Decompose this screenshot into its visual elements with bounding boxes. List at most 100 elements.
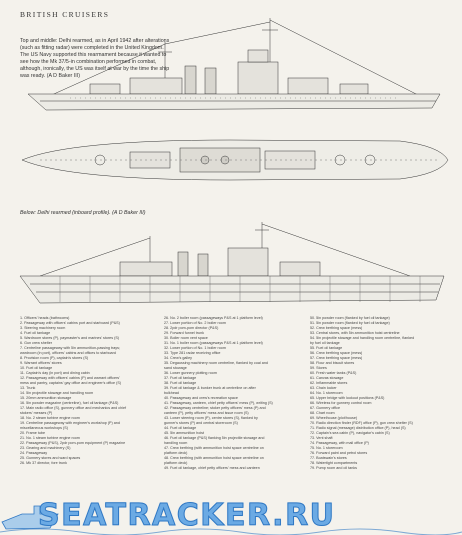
- legend-item: gunner's stores (P) and central storeroo…: [164, 421, 238, 425]
- legend-item: 61. Canvas stowage: [310, 376, 344, 380]
- legend-item: 4. Fuel oil tankage: [20, 331, 51, 335]
- legend-item: 37. Fuel oil tankage: [164, 376, 197, 380]
- legend-item: 54. 5in projectile stowage and handling …: [310, 336, 415, 340]
- ship-drawings: [19, 18, 449, 304]
- legend-item: 69. Wheelhouse (plot/house): [310, 416, 358, 420]
- legend-item: 79. Pump room and oil tanks: [310, 466, 357, 470]
- legend-item: 42. Passageway centreline; stoker petty …: [164, 406, 266, 410]
- legend-column-2: 26. No. 2 boiler room (passageways P&S a…: [164, 316, 300, 471]
- legend-item: 74. Passageway, with mail office (P): [310, 441, 369, 445]
- legend-item: 55. Fuel oil tankage: [310, 346, 343, 350]
- legend-item: by fuel oil tankage: [310, 341, 340, 345]
- legend-item: 33. Type 281 radar receiving office: [164, 351, 221, 355]
- legend-item: 73. Vent shaft: [310, 436, 333, 440]
- legend-item: 39. Fuel oil tankage & bunker trunk at c…: [164, 386, 256, 390]
- legend-item: 76. Forward paint and petrol stores: [310, 451, 368, 455]
- legend-item: 30. Boiler room vent space: [164, 336, 208, 340]
- legend-item: 32. Lower portion of No. 1 boiler room: [164, 346, 226, 350]
- running-header: BRITISH CRUISERS: [20, 10, 110, 19]
- legend-item: 14. 5in projectile stowage and handling …: [20, 391, 94, 395]
- legend-item: platform deck): [164, 451, 188, 455]
- legend-item: 43. Lower steering room (P), centre stor…: [164, 416, 258, 420]
- legend-item: stokers' messes (P): [20, 411, 53, 415]
- legend-item: 72. Captain's sea cabin (P), navigator's…: [310, 431, 390, 435]
- figure-caption-inboard: Below: Delhi rearmed (inboard profile). …: [20, 210, 146, 216]
- legend-item: 47. Crew berthing (with ammunition hoist…: [164, 446, 264, 450]
- legend-item: 70. Radio direction finder (RDF) office …: [310, 421, 413, 425]
- legend-item: handling room: [164, 441, 188, 445]
- legend-item: 49. Fuel oil tankage, chief petty office…: [164, 466, 260, 470]
- legend-item: 66. Wireless for gunnery control room: [310, 401, 372, 405]
- legend-item: 52. Crew berthing space (mess): [310, 326, 363, 330]
- legend-item: 71. Radio signal (message) distribution …: [310, 426, 406, 430]
- legend-item: 10. Fuel oil tankage: [20, 366, 53, 370]
- legend-item: 64. No. 1 storeroom: [310, 391, 343, 395]
- legend-item: 58. Flour and biscuit stores: [310, 361, 355, 365]
- legend-item: 26. Mk 37 director, fore trunk: [20, 461, 67, 465]
- figure-caption-top: Top and middle: Delhi rearmed, as in Apr…: [20, 38, 170, 80]
- watermark-ship-logo: [0, 505, 462, 535]
- legend-item: 9. Warrant officers' stores: [20, 361, 62, 365]
- legend-item: 25. Gunnery stores and ward spaces: [20, 456, 81, 460]
- legend-item: 5. Wardroom stores (P), paymaster's and …: [20, 336, 120, 340]
- legend-item: 63. Chain locker: [310, 386, 337, 390]
- legend-item: 7. Centreline passageway with 5in ammuni…: [20, 346, 121, 350]
- legend-item: 1. Officers' heads (bathrooms): [20, 316, 70, 320]
- legend-item: 17. Main radio office (S), gunnery offic…: [20, 406, 127, 410]
- legend-item: 15. 20mm ammunition stowage: [20, 396, 72, 400]
- legend-item: 12. Passageway with officers' cabins (P)…: [20, 376, 120, 380]
- legend-item: 40. Passageway and crew's recreation spa…: [164, 396, 238, 400]
- legend-item: 77. Boatswain's stores: [310, 456, 347, 460]
- compartment-legend: 1. Officers' heads (bathrooms)2. Passage…: [20, 316, 448, 471]
- plan-view-drawing: [21, 139, 449, 181]
- legend-item: 21. No. 1 steam turbine engine room: [20, 436, 80, 440]
- legend-item: 2. Passageway with officers' cabins port…: [20, 321, 120, 325]
- legend-item: 45. 5in ammunition hoist: [164, 431, 204, 435]
- legend-item: 29. Forward funnel trunk: [164, 331, 204, 335]
- inboard-profile-drawing: [19, 222, 445, 304]
- legend-item: canteen (P), petty officers' mess and is…: [164, 411, 249, 415]
- legend-item: 24. Passageway: [20, 451, 48, 455]
- legend-item: miscellaneous workshops (S): [20, 426, 68, 430]
- legend-item: bulkhead: [164, 391, 179, 395]
- legend-item: platform deck): [164, 461, 188, 465]
- legend-item: 8. Provision room (P), captain's stores …: [20, 356, 89, 360]
- legend-column-3: 50. 5in powder room (flanked by fuel oil…: [310, 316, 448, 471]
- legend-item: 75. No. 1 storeroom: [310, 446, 343, 450]
- legend-item: 65. Upper bridge with lookout positions …: [310, 396, 385, 400]
- legend-item: 20. Frame tube: [20, 431, 46, 435]
- legend-item: 28. 2pdr pom-pom director (P&S): [164, 326, 219, 330]
- profile-elevation-drawing: [27, 18, 441, 111]
- legend-item: 59. Stores: [310, 366, 327, 370]
- legend-item: 67. Gunnery office: [310, 406, 341, 410]
- legend-item: 13. Trunk: [20, 386, 36, 390]
- legend-item: 6. Gun crew shelter: [20, 341, 52, 345]
- legend-item: 56. Crew berthing space (mess): [310, 351, 363, 355]
- watermark-text: SEATRACKER.RU: [38, 498, 336, 534]
- legend-item: 18. No. 2 steam turbine engine room: [20, 416, 80, 420]
- legend-item: 36. Lower gunnery plotting room: [164, 371, 217, 375]
- legend-column-1: 1. Officers' heads (bathrooms)2. Passage…: [20, 316, 154, 471]
- legend-item: 3. Steering machinery room: [20, 326, 66, 330]
- legend-item: 51. 5in powder room (flanked by fuel oil…: [310, 321, 390, 325]
- legend-item: 34. Crew's galley: [164, 356, 192, 360]
- legend-item: 19. Centreline passageway with engineer'…: [20, 421, 120, 425]
- legend-item: 78. Watertight compartments: [310, 461, 358, 465]
- legend-item: 68. Chart room: [310, 411, 335, 415]
- legend-item: 38. Fuel oil tankage: [164, 381, 197, 385]
- legend-item: sand stowage: [164, 366, 187, 370]
- legend-item: 46. Fuel oil tankage (P&S) flanking 5in …: [164, 436, 265, 440]
- legend-item: 26. No. 2 boiler room (passageways P&S a…: [164, 316, 263, 320]
- legend-item: 41. Passageway, canteen, chief petty off…: [164, 401, 273, 405]
- legend-item: 22. Passageway (P&S), 2pdr pom-pom equip…: [20, 441, 126, 445]
- legend-item: 62. Inflammable stores: [310, 381, 348, 385]
- legend-item: 53. Central stores, with 5in ammunition …: [310, 331, 400, 335]
- legend-item: 11. Captain's day (in port) and dining c…: [20, 371, 90, 375]
- legend-item: 50. 5in powder room (flanked by fuel oil…: [310, 316, 390, 320]
- legend-item: 27. Lower portion of No. 2 boiler room: [164, 321, 226, 325]
- legend-item: 48. Crew berthing (with ammunition hoist…: [164, 456, 264, 460]
- legend-item: 60. Fresh water tanks (P&S): [310, 371, 357, 375]
- legend-item: mess and pantry, captains' gay office an…: [20, 381, 122, 385]
- legend-item: 35. Degaussing machinery room centreline…: [164, 361, 268, 365]
